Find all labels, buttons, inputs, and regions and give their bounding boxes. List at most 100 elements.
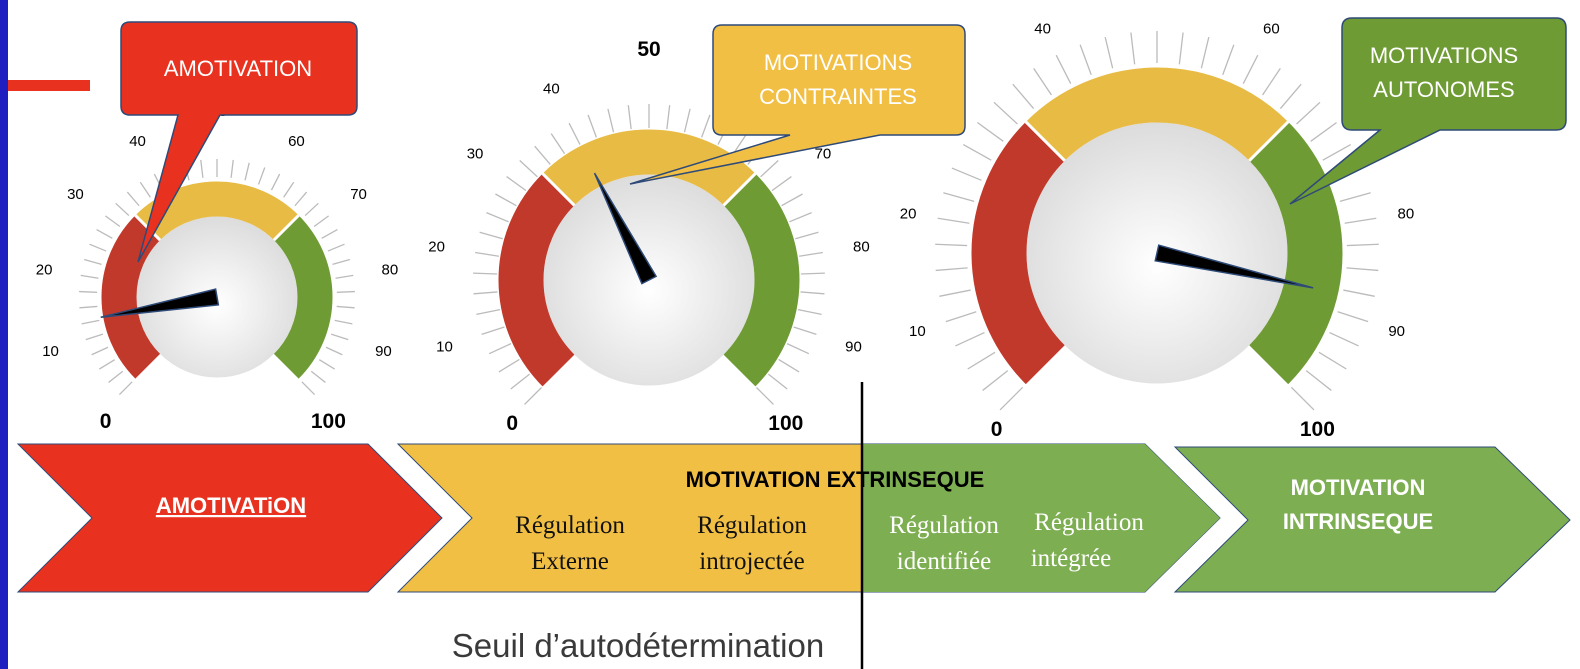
gauge-tick xyxy=(108,370,124,383)
gauge-tick xyxy=(962,143,992,161)
gauge-tick xyxy=(955,331,985,347)
gauge-tick xyxy=(510,373,531,390)
gauge-tick xyxy=(587,114,598,138)
gauge-band-yellow xyxy=(1025,67,1289,162)
gauge-tick xyxy=(683,108,691,133)
gauge-tick xyxy=(1262,68,1281,96)
label-introjected-1: Régulation xyxy=(697,512,807,539)
gauge-tick xyxy=(334,319,353,325)
gauge-tick xyxy=(1310,121,1337,142)
gauge-tick xyxy=(778,358,800,373)
gauge-tick xyxy=(79,305,98,309)
gauge-scale-label-0: 0 xyxy=(100,410,112,433)
gauge-scale-label-90: 90 xyxy=(1388,323,1405,340)
callout-constrained-line2: CONTRAINTES xyxy=(759,84,917,109)
gauge-tick xyxy=(104,215,121,227)
gauge-tick xyxy=(1337,311,1369,323)
gauge-tick xyxy=(98,359,116,370)
gauge-scale-label-80: 80 xyxy=(1398,206,1415,223)
gauge-tick xyxy=(495,193,517,207)
gauge-band-separator xyxy=(1248,120,1290,162)
gauge-scale-label-30: 30 xyxy=(467,146,484,163)
red-header-bar xyxy=(8,80,90,91)
gauge-tick xyxy=(1329,331,1359,347)
gauge-tick xyxy=(115,202,130,217)
arrow-intrinsic xyxy=(1173,446,1571,593)
gauge-scale-label-100: 100 xyxy=(311,410,346,433)
label-extrinsic-title: MOTIVATION EXTRINSEQUE xyxy=(686,467,985,492)
callout-amotivation-text: AMOTIVATION xyxy=(164,56,312,81)
gauge-scale-label-60: 60 xyxy=(1263,20,1280,37)
gauge-tick xyxy=(1130,32,1136,65)
gauge-tick xyxy=(1346,267,1379,272)
gauge-scale-label-0: 0 xyxy=(506,412,518,435)
gauge-tick xyxy=(479,231,503,240)
gauge-tick xyxy=(939,289,971,297)
gauge-tick xyxy=(304,202,319,217)
gauge-scale-label-80: 80 xyxy=(853,238,870,255)
gauge-tick xyxy=(84,258,102,266)
gauge-tick xyxy=(951,167,982,181)
self-determination-threshold-label: Seuil d’autodétermination xyxy=(452,627,824,664)
gauge-tick xyxy=(310,370,326,383)
gauge-tick xyxy=(200,159,204,178)
gauge-tick xyxy=(79,290,98,293)
gauge-tick xyxy=(473,272,498,275)
gauge-tick xyxy=(1242,54,1259,85)
callout-autonomous: MOTIVATIONS AUTONOMES xyxy=(1289,17,1567,205)
gauge-tick xyxy=(488,343,512,355)
gauge-tick xyxy=(945,311,977,323)
gauge-tick xyxy=(793,326,817,336)
gauge-tick xyxy=(476,309,501,315)
label-amotivation: AMOTIVATiON xyxy=(156,493,306,518)
gauge-tick xyxy=(1033,68,1052,96)
gauge-tick xyxy=(481,326,505,336)
gauge-scale-label-10: 10 xyxy=(436,338,453,355)
gauge-tick xyxy=(799,251,823,257)
label-external-2: Externe xyxy=(531,548,609,575)
arrow-extrinsic-autonomous-part xyxy=(862,444,1220,592)
gauge-tick xyxy=(244,162,250,181)
gauge-band-red xyxy=(971,121,1066,385)
gauge-tick xyxy=(294,191,308,207)
gauge-tick xyxy=(999,386,1024,411)
gauge-tick xyxy=(1279,83,1302,109)
gauge-tick xyxy=(126,191,140,207)
gauge-tick xyxy=(800,291,825,295)
gauge-scale-label-0: 0 xyxy=(991,418,1003,441)
gauge-scale-label-20: 20 xyxy=(900,206,917,223)
gauge-tick xyxy=(534,145,551,165)
gauge-tick xyxy=(473,291,498,295)
gauge-needle xyxy=(1154,244,1314,289)
callout-amotivation: AMOTIVATION xyxy=(120,21,358,263)
gauge-scale-label-10: 10 xyxy=(42,343,59,360)
gauge-tick xyxy=(313,215,330,227)
gauge-tick xyxy=(1012,83,1035,109)
gauge-tick xyxy=(89,243,107,252)
gauge-tick xyxy=(1305,370,1332,391)
callout-constrained-line1: MOTIVATIONS xyxy=(764,50,912,75)
gauge-tick xyxy=(524,387,542,405)
gauge-tick xyxy=(230,159,234,178)
gauge-tick xyxy=(666,105,671,130)
gauge-tick xyxy=(283,181,295,198)
gauge-tick xyxy=(118,381,133,396)
gauge-tick xyxy=(607,108,615,133)
gauge-band-green xyxy=(273,215,333,379)
gauge-tick xyxy=(1339,192,1371,203)
gauge-tick xyxy=(1178,32,1184,65)
gauge-tick xyxy=(519,160,538,178)
amotivation-gauge: 0102030405060708090100 xyxy=(36,98,398,433)
gauge-band-separator xyxy=(1024,120,1066,162)
gauge-tick xyxy=(800,272,825,275)
gauge-tick xyxy=(91,346,109,356)
gauge-scale-label-90: 90 xyxy=(375,343,392,360)
callout-constrained: MOTIVATIONS CONTRAINTES xyxy=(629,24,966,185)
sidebar-strip xyxy=(0,0,8,669)
gauge-scale-label-20: 20 xyxy=(428,238,445,255)
gauge-tick xyxy=(336,290,355,293)
gauge-tick xyxy=(1322,143,1352,161)
arrow-amotivation xyxy=(16,443,443,593)
gauge-tick xyxy=(1318,351,1347,370)
callout-autonomous-line1: MOTIVATIONS xyxy=(1370,43,1518,68)
